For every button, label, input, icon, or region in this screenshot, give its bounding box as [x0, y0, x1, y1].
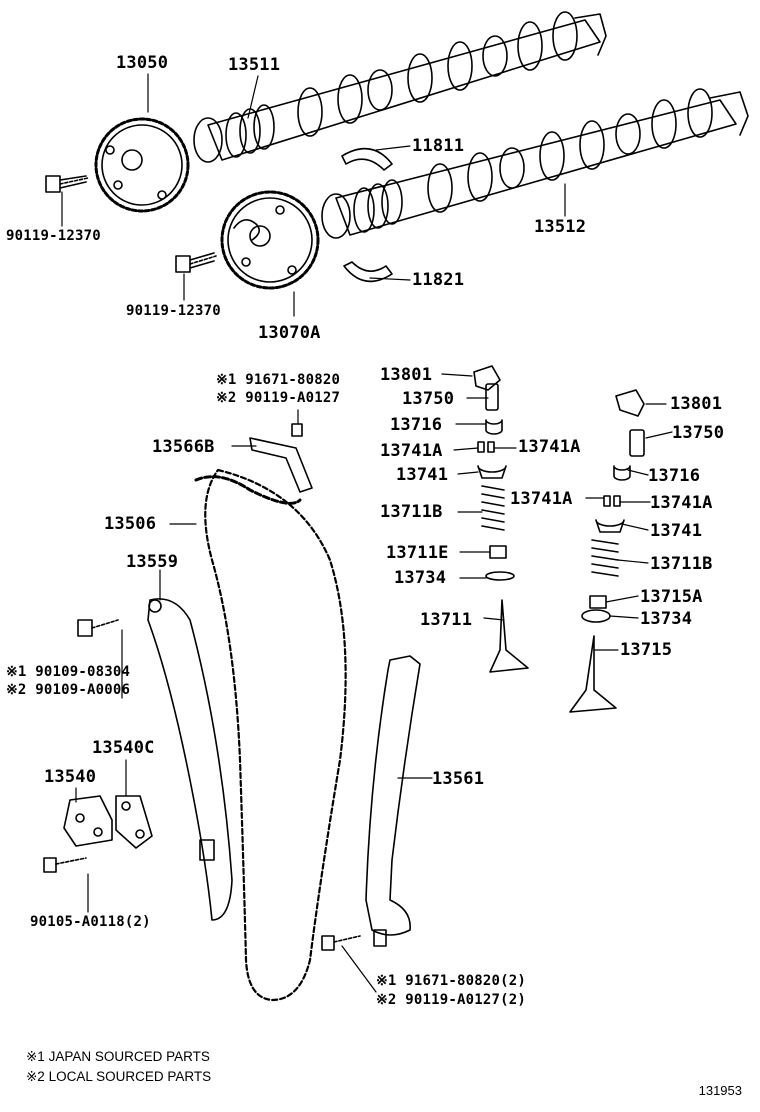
- label-90119-12370-upper: 90119-12370: [6, 228, 101, 244]
- bearing-11811: [341, 147, 393, 171]
- label-top-bolt-2: ※2 90119-A0127: [216, 390, 341, 406]
- label-13711b-left: 13711B: [380, 502, 443, 522]
- label-13741a-right-2: 13741A: [650, 493, 713, 513]
- label-13711b-right: 13711B: [650, 554, 713, 574]
- chain-guide-13561: [365, 655, 421, 947]
- gasket-13540c: [115, 795, 153, 849]
- label-pivot-bolt-1: ※1 90109-08304: [6, 664, 131, 680]
- label-11811: 11811: [412, 136, 465, 156]
- bolt-90119-12370-upper: [45, 175, 89, 193]
- valve-train-left: [473, 365, 529, 673]
- label-13741a-left-1: 13741A: [380, 441, 443, 461]
- label-13716-right: 13716: [648, 466, 701, 486]
- label-13741-left: 13741: [396, 465, 449, 485]
- figure-code: 131953: [698, 1083, 742, 1098]
- label-top-bolt-1: ※1 91671-80820: [216, 372, 341, 388]
- label-11821: 11821: [412, 270, 465, 290]
- label-13512: 13512: [534, 217, 587, 237]
- sprocket-13050: [94, 117, 190, 213]
- label-90105-a0118: 90105-A0118(2): [30, 914, 151, 930]
- bolt-90119-12370-lower: [175, 252, 217, 273]
- footnote-japan-sourced: ※1 JAPAN SOURCED PARTS: [26, 1049, 210, 1064]
- label-13070a: 13070A: [258, 323, 321, 343]
- footnote-local-sourced: ※2 LOCAL SOURCED PARTS: [26, 1069, 212, 1084]
- label-13715: 13715: [620, 640, 673, 660]
- label-13734-left: 13734: [394, 568, 447, 588]
- bolt-guide: [321, 935, 361, 951]
- label-13559: 13559: [126, 552, 179, 572]
- label-13741a-right-1: 13741A: [510, 489, 573, 509]
- chain-guide-13566b: [249, 423, 313, 493]
- valve-train-right: [569, 389, 645, 713]
- sprocket-13070a: [220, 190, 320, 290]
- label-13050: 13050: [116, 53, 169, 73]
- label-13801-left: 13801: [380, 365, 433, 385]
- camshaft-13512: [321, 88, 749, 239]
- label-13734-right: 13734: [640, 609, 693, 629]
- label-13566b: 13566B: [152, 437, 215, 457]
- label-13716-left: 13716: [390, 415, 443, 435]
- label-13540c: 13540C: [92, 738, 155, 758]
- label-13511: 13511: [228, 55, 281, 75]
- label-guide-bolt-2: ※2 90119-A0127(2): [376, 992, 526, 1008]
- label-90119-12370-lower: 90119-12370: [126, 303, 221, 319]
- chain-slipper-13559: [147, 598, 233, 921]
- label-13506: 13506: [104, 514, 157, 534]
- bearing-11821: [343, 261, 393, 283]
- label-13801-right: 13801: [670, 394, 723, 414]
- timing-chain-13506: [194, 468, 347, 1002]
- leader-lines: [61, 73, 673, 993]
- bolt-90105: [43, 857, 87, 873]
- bolt-pivot: [77, 619, 119, 637]
- tensioner-13540: [63, 795, 113, 847]
- label-13711e: 13711E: [386, 543, 449, 563]
- label-13715a: 13715A: [640, 587, 703, 607]
- label-13540: 13540: [44, 767, 97, 787]
- label-13750-left: 13750: [402, 389, 455, 409]
- label-13711: 13711: [420, 610, 473, 630]
- label-pivot-bolt-2: ※2 90109-A0006: [6, 682, 131, 698]
- camshaft-13511: [193, 11, 607, 163]
- label-13561: 13561: [432, 769, 485, 789]
- label-13750-right: 13750: [672, 423, 725, 443]
- label-13741-right: 13741: [650, 521, 703, 541]
- label-guide-bolt-1: ※1 91671-80820(2): [376, 973, 526, 989]
- label-13741a-left-2: 13741A: [518, 437, 581, 457]
